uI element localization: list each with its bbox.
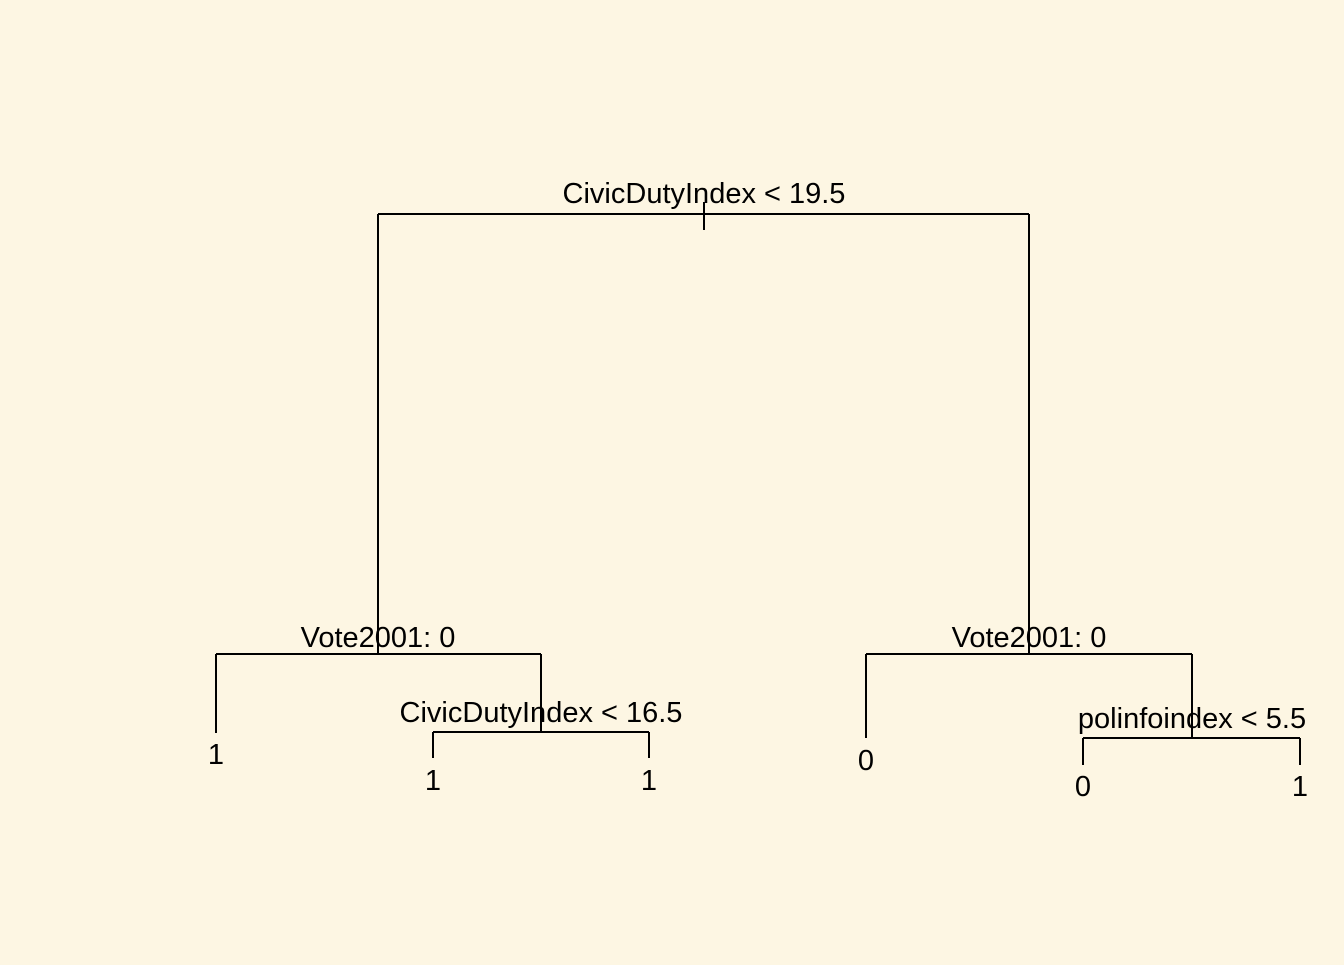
- leaf-right-right-left: 0: [1075, 771, 1091, 803]
- leaf-right-right-right: 1: [1292, 771, 1308, 803]
- leaf-right-left: 0: [858, 745, 874, 777]
- leaf-left-left: 1: [208, 739, 224, 771]
- left-right-split-label: CivicDutyIndex < 16.5: [400, 697, 683, 729]
- right-right-split-label: polinfoindex < 5.5: [1078, 703, 1306, 735]
- leaf-left-right-right: 1: [641, 765, 657, 797]
- root-split-label: CivicDutyIndex < 19.5: [563, 178, 846, 210]
- leaf-left-right-left: 1: [425, 765, 441, 797]
- right-split-label: Vote2001: 0: [952, 622, 1107, 654]
- left-split-label: Vote2001: 0: [301, 622, 456, 654]
